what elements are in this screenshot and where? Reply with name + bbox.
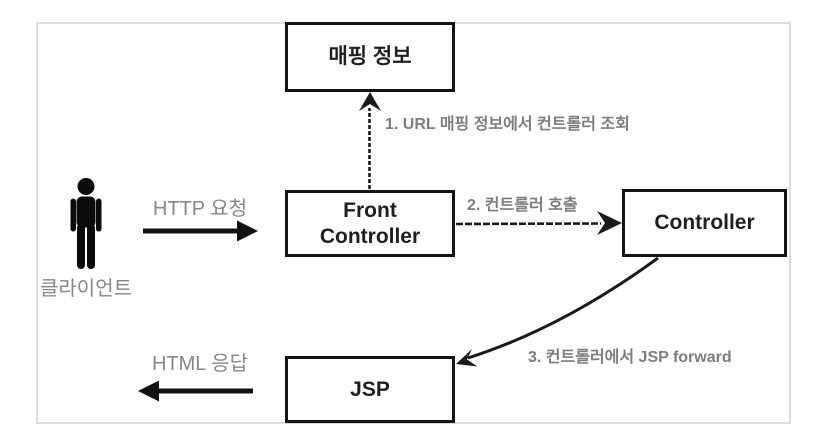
person-icon <box>70 178 102 269</box>
jsp-box: JSP <box>285 356 455 423</box>
front-controller-box: Front Controller <box>285 190 455 257</box>
client-label: 클라이언트 <box>40 278 132 300</box>
controller-label: Controller <box>654 211 755 234</box>
step1-label: 1. URL 매핑 정보에서 컨트롤러 조회 <box>385 116 630 133</box>
http-request-arrow <box>143 220 258 242</box>
step3-arrow <box>456 256 659 367</box>
front-controller-label-line2: Controller <box>319 224 421 248</box>
html-response-label: HTML 응답 <box>151 353 249 375</box>
jsp-label: JSP <box>350 377 390 401</box>
http-request-label: HTTP 요청 <box>152 198 248 220</box>
mapping-info-box: 매핑 정보 <box>285 22 455 92</box>
front-controller-label-line1: Front <box>343 198 397 222</box>
step3-label: 3. 컨트롤러에서 JSP forward <box>528 349 732 366</box>
controller-box: Controller <box>622 189 787 257</box>
step1-arrow <box>359 92 381 189</box>
html-response-arrow <box>138 380 253 402</box>
step2-label: 2. 컨트롤러 호출 <box>467 197 578 214</box>
mapping-info-label: 매핑 정보 <box>328 45 412 68</box>
step2-arrow <box>455 211 622 235</box>
